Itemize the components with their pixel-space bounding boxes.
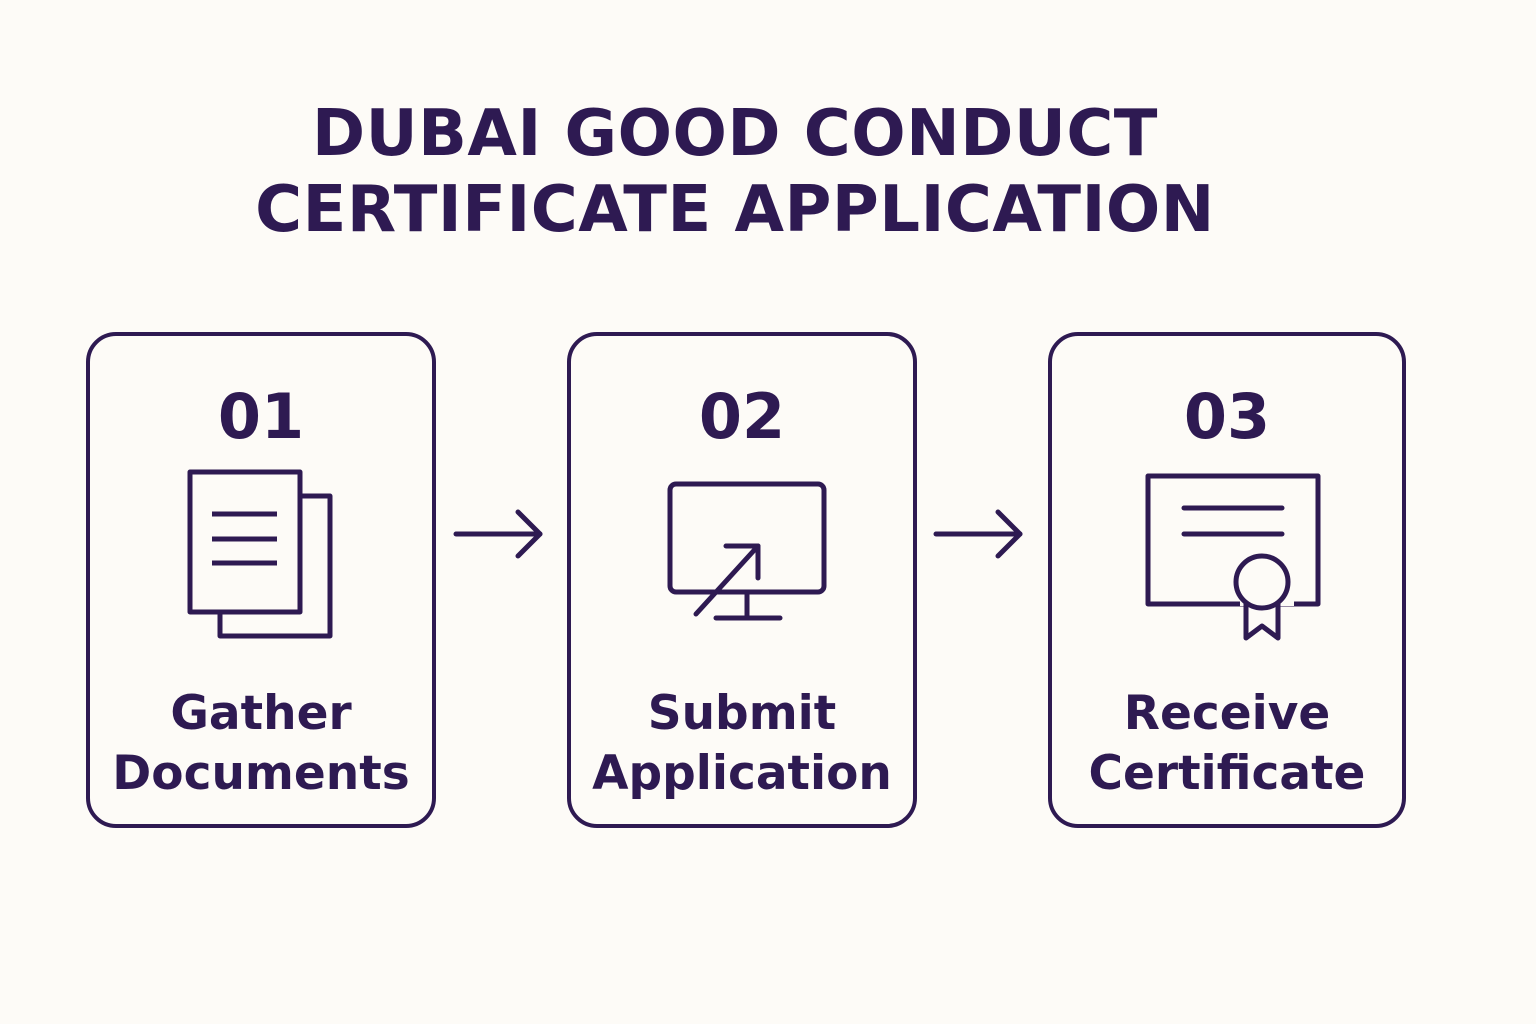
- step-label-line-1: Gather: [170, 686, 352, 741]
- step-label: Receive Certificate: [1052, 684, 1402, 804]
- step-label-line-1: Submit: [647, 686, 837, 741]
- arrow-right-icon: [453, 509, 543, 559]
- step-card-gather-documents: 01 Gather Documents: [86, 332, 436, 828]
- step-card-receive-certificate: 03 Receive Certificate: [1048, 332, 1406, 828]
- step-label-line-2: Application: [592, 746, 892, 801]
- step-number: 01: [217, 380, 305, 453]
- step-label-line-2: Certificate: [1088, 746, 1366, 801]
- documents-icon: [187, 469, 333, 639]
- step-label-line-1: Receive: [1123, 686, 1331, 741]
- step-label: Submit Application: [571, 684, 913, 804]
- certificate-icon: [1145, 473, 1321, 641]
- title-line-2: CERTIFICATE APPLICATION: [255, 173, 1215, 247]
- arrow-right-icon: [933, 509, 1023, 559]
- page-title: DUBAI GOOD CONDUCT CERTIFICATE APPLICATI…: [0, 96, 1470, 248]
- monitor-upload-icon: [667, 481, 827, 621]
- step-label-line-2: Documents: [112, 746, 410, 801]
- step-number: 02: [698, 380, 786, 453]
- step-card-submit-application: 02 Submit Application: [567, 332, 917, 828]
- title-line-1: DUBAI GOOD CONDUCT: [312, 97, 1158, 171]
- step-number: 03: [1183, 380, 1271, 453]
- step-label: Gather Documents: [90, 684, 432, 804]
